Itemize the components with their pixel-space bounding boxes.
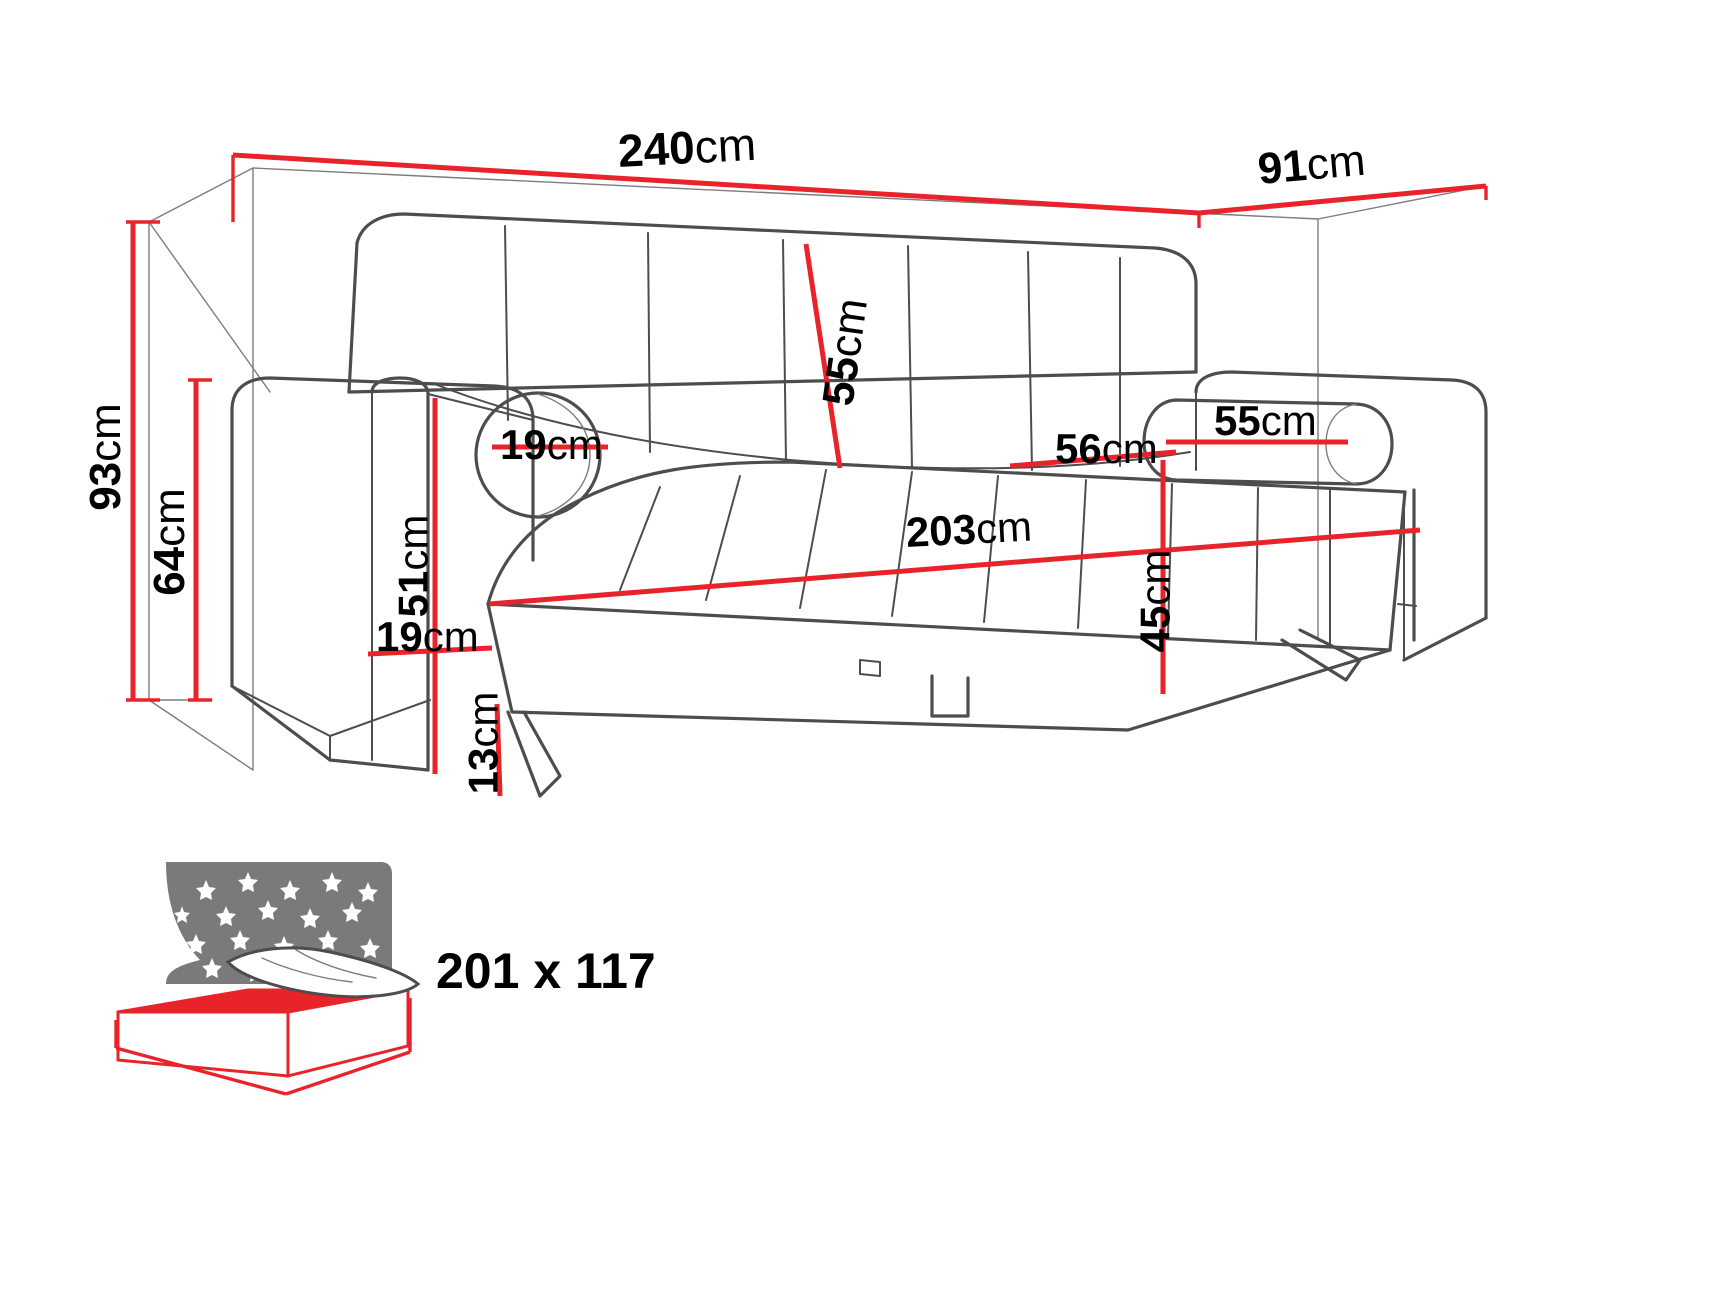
dim-45-unit: cm — [1131, 549, 1179, 606]
dimline-overall-depth — [1198, 183, 1487, 216]
dim-45-number: 45 — [1131, 605, 1179, 653]
bounding-box-guide — [148, 167, 1486, 771]
folded-bedding-icon — [114, 862, 421, 1096]
dimension-label-overall-width: 240cm — [616, 117, 758, 177]
dimline-overall-width — [232, 152, 1200, 216]
dim-51-unit: cm — [389, 514, 437, 571]
dim-93-number: 93 — [80, 461, 130, 511]
dimension-label-overall-height: 93cm — [80, 403, 130, 511]
dim-91-number: 91 — [1255, 140, 1309, 194]
dimension-label-leg-height: 13cm — [459, 691, 507, 795]
dimline-mattress-width — [115, 1046, 287, 1096]
sofa-outline — [230, 212, 1488, 798]
dimension-label-bolster-length: 55cm — [1214, 400, 1317, 442]
dimension-label-armrest-height: 51cm — [389, 514, 437, 618]
dim-13-number: 13 — [459, 747, 507, 795]
dimline-seat-length — [488, 527, 1421, 607]
dimension-label-seat-depth: 56cm — [1055, 428, 1158, 470]
dim-93-unit: cm — [80, 403, 130, 462]
dimension-label-cushion-diameter: 19cm — [500, 424, 603, 466]
dim-55-bolster-number: 55 — [1214, 397, 1261, 444]
dim-56-unit: cm — [1101, 425, 1158, 472]
mattress-size-label: 201 x 117 — [436, 943, 656, 999]
dimension-label-seat-height: 45cm — [1131, 549, 1179, 653]
dim-55-bolster-unit: cm — [1260, 397, 1317, 444]
dimline-mattress-depth — [285, 1050, 411, 1096]
dimline-seat-depth — [1009, 449, 1177, 469]
dimline-armrest-width — [367, 645, 493, 657]
dim-240-number: 240 — [616, 121, 697, 177]
dimension-lines — [126, 152, 1488, 797]
dim-55-backrest-number: 55 — [813, 353, 869, 409]
dim-203-unit: cm — [974, 502, 1034, 553]
dim-19-cushion-number: 19 — [500, 421, 547, 468]
dim-203-number: 203 — [904, 505, 978, 556]
dim-240-unit: cm — [693, 117, 758, 173]
dimension-label-overall-depth: 91cm — [1255, 135, 1368, 194]
dimline-leg-height — [494, 703, 503, 797]
dimension-label-back-height: 64cm — [144, 488, 194, 596]
dim-19-armrest-unit: cm — [422, 613, 479, 660]
dim-64-number: 64 — [144, 546, 194, 596]
dimension-label-armrest-width: 19cm — [376, 616, 479, 658]
dim-19-armrest-number: 19 — [376, 613, 423, 660]
dim-55-backrest-unit: cm — [820, 295, 878, 361]
dim-13-unit: cm — [459, 691, 507, 748]
dim-19-cushion-unit: cm — [546, 421, 603, 468]
dimline-backrest-height — [803, 243, 843, 469]
dim-64-unit: cm — [144, 488, 194, 547]
dim-51-number: 51 — [389, 570, 437, 618]
dim-56-number: 56 — [1055, 425, 1102, 472]
dim-91-unit: cm — [1304, 135, 1368, 190]
dimension-label-seat-length: 203cm — [904, 502, 1034, 556]
